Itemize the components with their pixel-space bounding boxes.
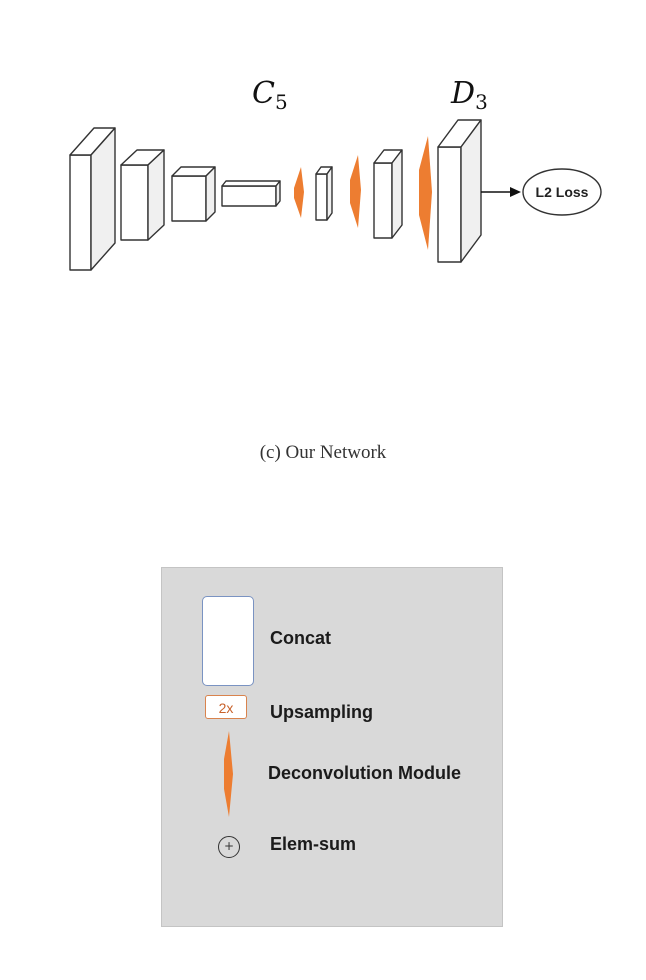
decoder-block-d3 [437,119,482,263]
figure-caption: (c) Our Network [259,442,387,463]
deconv-module-3 [419,136,432,250]
d3-label: D3 [450,76,488,114]
network-diagram: C5 D3 [69,76,602,271]
encoder-block-1 [69,127,116,271]
legend-upsampling-label: Upsampling [270,702,374,722]
decoder-block-2 [373,149,403,239]
decoder-block-1 [315,166,333,221]
c5-label: C5 [252,76,288,114]
elem-sum-icon: + [218,836,240,858]
deconv-module-1 [294,167,304,218]
legend-concat-label: Concat [270,628,332,648]
l2-loss-node: L2 Loss [522,168,602,216]
encoder-block-3 [171,166,216,222]
legend-panel: Concat 2x Upsampling Deconvolution Modul… [161,567,503,927]
concat-icon [202,596,254,686]
encoder-block-2 [120,149,165,241]
legend-deconvolution-label: Deconvolution Module [268,763,461,783]
deconv-module-2 [350,155,361,228]
encoder-block-c5 [221,180,281,207]
l2-loss-label: L2 Loss [536,184,589,200]
output-arrow [481,187,521,197]
upsampling-icon: 2x [205,695,247,719]
legend-elemsum-label: Elem-sum [270,834,357,854]
deconvolution-module-icon [224,731,233,817]
